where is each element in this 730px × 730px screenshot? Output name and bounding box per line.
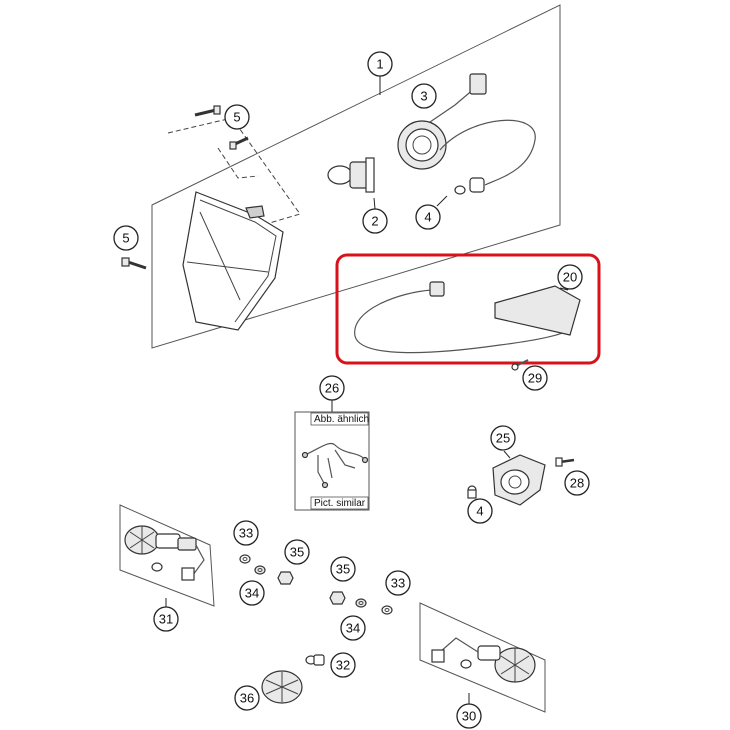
headlight-mask	[182, 191, 284, 331]
svg-text:2: 2	[371, 214, 378, 229]
svg-text:29: 29	[528, 371, 542, 386]
svg-text:25: 25	[496, 431, 510, 446]
turn-signal-panel-31	[119, 504, 215, 608]
svg-text:33: 33	[239, 526, 253, 541]
parking-bulb-lower	[467, 485, 477, 499]
callout-26: 26	[319, 375, 345, 401]
callout-29: 29	[522, 365, 548, 391]
svg-text:4: 4	[424, 210, 431, 225]
washer-33-right	[381, 605, 393, 615]
callout-5-top: 5	[224, 104, 250, 130]
parking-bulb-top	[436, 177, 485, 207]
callout-34-right: 34	[340, 615, 366, 641]
callout-35-left: 35	[284, 539, 310, 565]
svg-text:35: 35	[336, 562, 350, 577]
panel-26-bottom-label: Pict. similar	[314, 498, 366, 509]
svg-text:26: 26	[325, 381, 339, 396]
bolt-upper-right	[229, 136, 249, 150]
callout-1: 1	[367, 51, 393, 77]
callout-30: 30	[456, 703, 482, 729]
svg-text:1: 1	[376, 57, 383, 72]
svg-text:34: 34	[245, 586, 259, 601]
svg-text:20: 20	[563, 270, 577, 285]
callout-2: 2	[362, 208, 388, 234]
callout-35-right: 35	[330, 556, 356, 582]
highlight-box	[335, 253, 601, 365]
turn-signal-bulb-32	[305, 654, 325, 666]
callout-20: 20	[557, 264, 583, 290]
svg-text:31: 31	[159, 612, 173, 627]
callout-28: 28	[564, 470, 590, 496]
callout-33-right: 33	[385, 570, 411, 596]
callout-33-left: 33	[233, 520, 259, 546]
svg-text:33: 33	[391, 576, 405, 591]
callout-3: 3	[411, 83, 437, 109]
svg-text:30: 30	[462, 709, 476, 724]
svg-text:36: 36	[240, 691, 254, 706]
callout-34-left: 34	[239, 580, 265, 606]
washer-34-right	[355, 598, 367, 608]
svg-text:5: 5	[233, 110, 240, 125]
svg-text:32: 32	[336, 658, 350, 673]
bolt-left	[121, 257, 147, 270]
washer-33-left	[239, 554, 251, 564]
screw-29	[511, 359, 529, 371]
turn-signal-lens-36	[261, 670, 303, 704]
panel-26-top-label: Abb. ähnlich	[314, 414, 369, 425]
svg-text:28: 28	[570, 476, 584, 491]
svg-text:3: 3	[420, 89, 427, 104]
callout-4-top: 4	[415, 204, 441, 230]
tail-light-housing	[492, 450, 575, 506]
callout-25: 25	[490, 425, 516, 451]
callout-31: 31	[153, 606, 179, 632]
washer-34-left	[254, 565, 266, 575]
headlight-bulb	[327, 157, 376, 210]
nut-35-left	[277, 571, 294, 585]
svg-text:35: 35	[290, 545, 304, 560]
turn-signal-panel-30	[419, 602, 546, 713]
harness-panel-26	[294, 400, 370, 511]
callout-5-left: 5	[113, 225, 139, 251]
bulb-socket-housing	[397, 73, 536, 186]
svg-text:5: 5	[122, 231, 129, 246]
nut-35-right	[329, 591, 346, 605]
wiring-harness-highlight	[335, 253, 601, 365]
callout-36: 36	[234, 685, 260, 711]
callout-4-lower: 4	[467, 498, 493, 524]
bolt-upper-left	[194, 105, 221, 117]
svg-text:4: 4	[476, 504, 483, 519]
callout-32: 32	[330, 652, 356, 678]
bolt-guide-lines	[167, 117, 301, 233]
svg-text:34: 34	[346, 621, 360, 636]
